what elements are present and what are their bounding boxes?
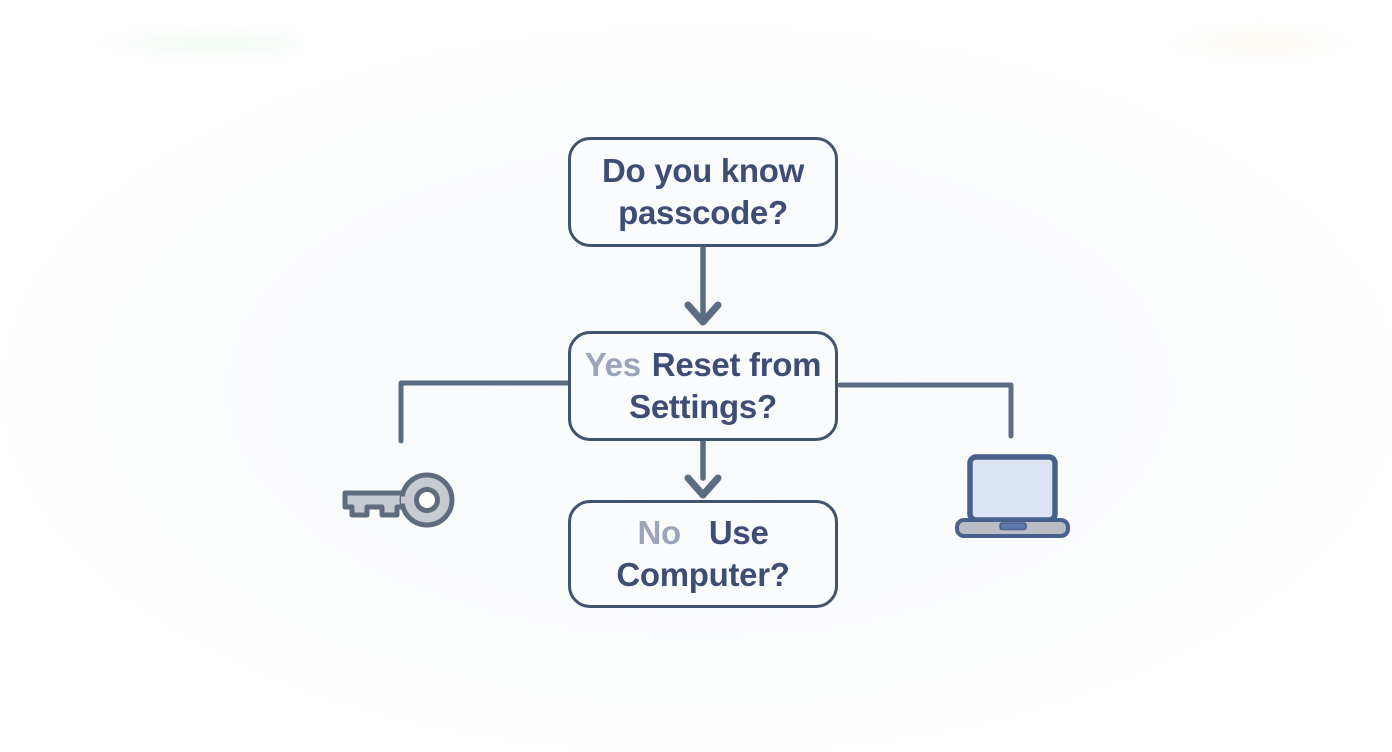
arrowhead-passcode-to-settings — [684, 301, 722, 326]
laptop-icon — [955, 454, 1070, 538]
branch-label-yes: Yes — [584, 346, 641, 384]
branch-line-left-to-key — [398, 380, 571, 444]
node-passcode-label: Do you know passcode? — [601, 152, 805, 231]
branch-label-no: No — [637, 514, 681, 552]
branch-line-right-to-laptop — [837, 382, 1014, 439]
arrowhead-settings-to-computer — [684, 474, 722, 499]
node-computer-question: Use Computer? — [616, 514, 790, 593]
key-icon — [342, 472, 455, 528]
node-do-you-know-passcode: Do you know passcode? — [568, 137, 838, 247]
node-settings-question: Reset from Settings? — [629, 346, 822, 425]
